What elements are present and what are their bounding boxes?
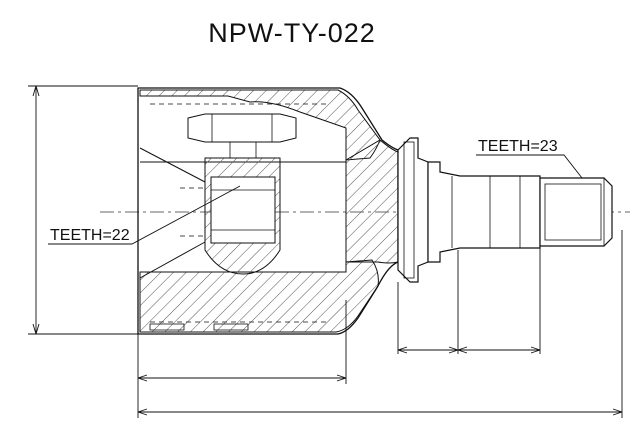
part-number-title: NPW-TY-022 (208, 18, 376, 48)
abs-ring (403, 141, 415, 279)
notch-right (213, 323, 249, 331)
upper-roller (187, 113, 297, 143)
seal-flange (397, 137, 429, 283)
stem-body (427, 161, 541, 263)
teeth-left-leader (48, 185, 241, 245)
teeth-right-label: TEETH=23 (478, 138, 558, 155)
hidden-lines (150, 103, 330, 323)
height-dimension (28, 85, 138, 335)
spline-hub (210, 176, 276, 244)
housing-shoulder (345, 139, 399, 264)
extension-lines (137, 230, 623, 418)
notch-left (149, 323, 185, 331)
teeth-right-leader (476, 154, 583, 179)
inner-cone (139, 147, 206, 279)
length-dimensions (137, 346, 623, 416)
teeth-left-label: TEETH=22 (50, 227, 130, 244)
